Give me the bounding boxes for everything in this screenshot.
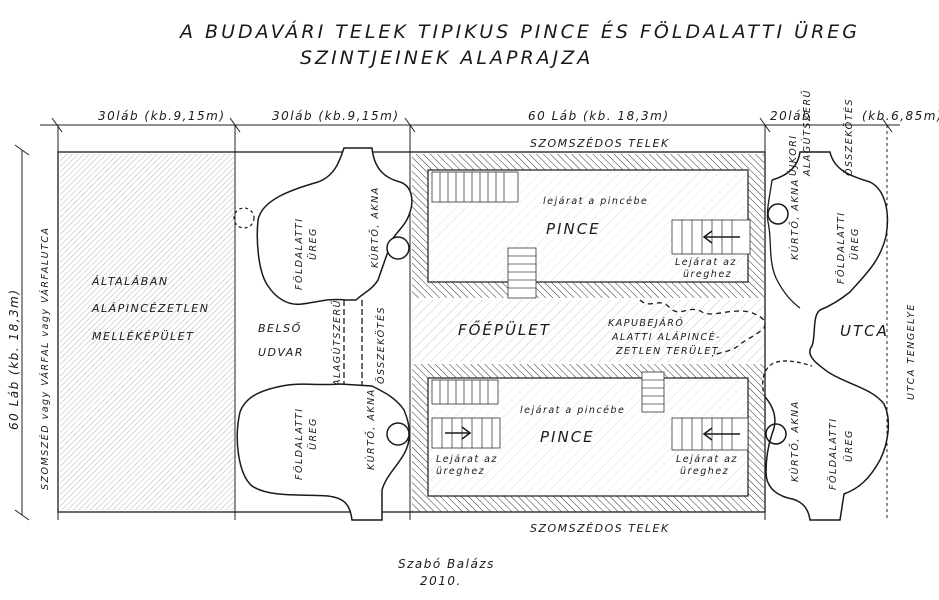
cavity-label-br-2: ÜREG: [844, 429, 855, 462]
signature-year: 2010.: [420, 574, 462, 588]
title-line-1: A BUDAVÁRI TELEK TIPIKUS PINCE ÉS FÖLDAL…: [178, 20, 860, 43]
signature-name: Szabó Balázs: [398, 557, 495, 571]
gate-label-2: ALATTI ALÁPINCÉ-: [611, 331, 721, 343]
well-bottom-right: [765, 423, 787, 445]
connection-label-top: ÖSSZEKÖTÉS: [843, 98, 855, 176]
well-courtyard-dashed: [233, 207, 255, 229]
stair-lines-top: [439, 172, 505, 202]
well-label-tr: KÚRTŐ, AKNA: [789, 178, 801, 260]
left-street-label: SZOMSZÉD vagy VÁRFAL vagy VÁRFALUTCA: [39, 226, 51, 490]
neighbor-bottom-label: SZOMSZÉDOS TELEK: [530, 522, 670, 535]
bottom-descent-cellar: lejárat a pincébe: [520, 405, 625, 416]
connection-label-left: ÖSSZEKÖTÉS: [375, 306, 387, 384]
neighbor-top-label: SZOMSZÉDOS TELEK: [530, 137, 670, 150]
dimension-4b: (kb.6,85m): [862, 109, 939, 123]
outbuilding-label-1: ÁLTALÁBAN: [91, 275, 169, 288]
cavity-label-tl-1: FÖLDALATTI: [294, 217, 305, 290]
top-cellar-stair-mid: [507, 247, 537, 299]
cavity-label-br-1: FÖLDALATTI: [828, 417, 839, 490]
well-bottom-left: [386, 422, 410, 446]
gate-label-3: ZETLEN TERÜLET: [615, 346, 719, 357]
outbuilding-label-2: ALÁPINCÉZETLEN: [91, 302, 209, 315]
bottom-descent-cavity-2-left: üreghez: [436, 466, 485, 477]
courtyard-label-2: UDVAR: [258, 346, 304, 359]
main-building-area: [412, 300, 764, 362]
cavity-right-outline: [765, 151, 890, 521]
bottom-descent-cavity-1-right: Lejárat az: [676, 454, 738, 465]
top-descent-cavity-2: üreghez: [683, 269, 732, 280]
right-street-axis-label: UTCA TENGELYE: [906, 303, 917, 400]
street-label: UTCA: [840, 322, 889, 340]
well-label-bl: KÚRTŐ, AKNA: [365, 388, 377, 470]
bottom-descent-cavity-2-right: üreghez: [680, 466, 729, 477]
dimension-2: 30láb (kb.9,15m): [272, 109, 400, 123]
tunnel-top-label-1: ÚJKORI: [787, 134, 799, 176]
top-cellar-stair-left: [431, 171, 519, 203]
cavity-label-tl-2: ÜREG: [308, 227, 319, 260]
well-top-right: [767, 203, 789, 225]
bottom-descent-cavity-1-left: Lejárat az: [436, 454, 498, 465]
plot-outline: [57, 151, 766, 513]
cavity-label-bl-2: ÜREG: [308, 417, 319, 450]
well-top-left: [386, 236, 410, 260]
cavity-label-bl-1: FÖLDALATTI: [294, 407, 305, 480]
well-label-tl: KÚRTŐ, AKNA: [369, 186, 381, 268]
bottom-cellar-label: PINCE: [540, 428, 595, 446]
cavity-top-left: [256, 147, 413, 306]
vertical-dimension: 60 Láb (kb. 18,3m): [7, 288, 21, 430]
dimension-4: 20láb: [770, 109, 811, 123]
title-line-2: SZINTJEINEK ALAPRAJZA: [300, 47, 593, 69]
outbuilding-label-3: MELLÉKÉPÜLET: [92, 330, 194, 343]
cavity-bottom-left: [236, 383, 410, 521]
dimension-3: 60 Láb (kb. 18,3m): [528, 109, 670, 123]
outbuilding-area: [60, 154, 235, 510]
top-descent-cellar: lejárat a pincébe: [543, 196, 648, 207]
dimension-1: 30láb (kb.9,15m): [98, 109, 226, 123]
top-descent-cavity-1: Lejárat az: [675, 257, 737, 268]
cavity-label-tr-1: FÖLDALATTI: [836, 211, 847, 284]
cavity-label-tr-2: ÜREG: [850, 227, 861, 260]
main-building-label: FŐÉPÜLET: [458, 319, 551, 339]
well-label-br: KÚRTŐ, AKNA: [789, 400, 801, 482]
gate-label-1: KAPUBEJÁRÓ: [608, 317, 684, 329]
courtyard-label-1: BELSŐ: [258, 321, 302, 335]
tunnel-label-left: ALAGÚTSZERŰ: [331, 299, 343, 387]
top-cellar-label: PINCE: [546, 220, 601, 238]
tunnel-top-label-2: ALAGÚTSZERŰ: [801, 89, 813, 177]
